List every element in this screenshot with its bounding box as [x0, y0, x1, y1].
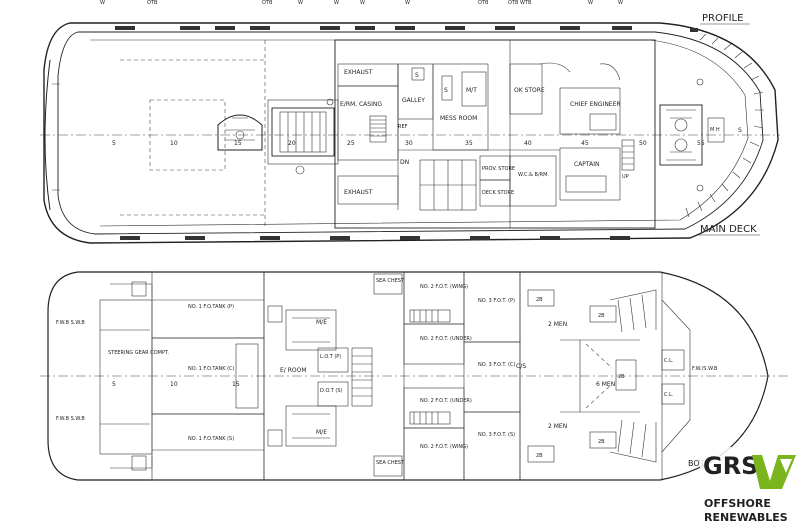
me-top-label: M/E	[316, 319, 327, 326]
me-bottom-label: M/E	[316, 429, 327, 436]
fot1-c-label: NO. 1 F.O.TANK (C)	[188, 366, 235, 372]
top-marker-10: WTB	[520, 0, 532, 6]
dot-label: D.O.T (S)	[320, 388, 343, 394]
frame-55: 55	[697, 140, 705, 147]
bunk-5: 2B	[618, 374, 625, 380]
exhaust-bottom-label: EXHAUST	[344, 189, 373, 196]
galley-label: GALLEY	[402, 97, 425, 104]
windlass-icon: M H S	[659, 78, 742, 192]
frame-10: 10	[170, 140, 178, 147]
top-marker-6: W	[360, 0, 365, 6]
lower-frame-10: 10	[170, 381, 178, 388]
top-marker-1: W	[100, 0, 105, 6]
fenders-top	[115, 26, 698, 32]
top-marker-row: W OTB OTB W W W W OTB OTB WTB W W	[100, 0, 623, 6]
frame-40: 40	[524, 140, 532, 147]
tow-hook-icon	[217, 114, 263, 151]
er-room-label: E/ ROOM	[280, 367, 307, 374]
ok-store-label: OK STORE	[514, 87, 545, 94]
men6-label: 6 MEN	[596, 381, 615, 388]
frame-5: 5	[112, 140, 116, 147]
sea-chest-bottom-label: SEA CHEST	[376, 460, 405, 466]
fot3-s-label: NO. 3 F.O.T. (S)	[478, 432, 515, 438]
bow-s-label: S	[738, 127, 742, 134]
deckhouse: EXHAUST E/RM. CASING EXHAUST GALLEY S RE…	[334, 39, 656, 229]
ref-label: REF	[398, 124, 408, 130]
fot3-p-label: NO. 3 F.O.T. (P)	[478, 298, 515, 304]
frame-50: 50	[639, 140, 647, 147]
fot2-under-p-label: NO. 2 F.O.T. (UNDER)	[420, 336, 472, 342]
prov-store-label: PROV. STORE	[482, 166, 515, 172]
fwb-swb-top-label: F.W.B S.W.B	[56, 320, 85, 326]
frame-35: 35	[465, 140, 473, 147]
frame-30: 30	[405, 140, 413, 147]
logo-line1: OFFSHORE	[704, 497, 771, 510]
fot3-c-label: NO. 3 F.O.T. (C)	[478, 362, 515, 368]
wc-label: W.C.& B/RM.	[518, 172, 549, 178]
bunk-2: 2B	[536, 453, 543, 459]
mess-s-label: S	[444, 87, 448, 94]
chief-engineer-label: CHIEF ENGINEER	[570, 101, 621, 108]
bow-fender-hatch	[685, 33, 764, 218]
fot2-wing-s-label: NO. 2 F.O.T. (WING)	[420, 444, 468, 450]
frame-45: 45	[581, 140, 589, 147]
dn-label: DN	[400, 159, 409, 166]
top-marker-11: W	[588, 0, 593, 6]
fot1-p-label: NO. 1 F.O.TANK (P)	[188, 304, 234, 310]
cs-label: C/S	[516, 363, 526, 370]
grs-logo: GRS OFFSHORE RENEWABLES	[700, 447, 800, 527]
fot1-s-label: NO. 1 F.O.TANK (S)	[188, 436, 234, 442]
top-marker-12: W	[618, 0, 623, 6]
towing-winch-icon	[267, 98, 339, 175]
top-marker-4: W	[298, 0, 303, 6]
steering-label: STEERING GEAR COMPT.	[108, 350, 169, 356]
captain-label: CAPTAIN	[574, 161, 599, 168]
top-marker-7: W	[405, 0, 410, 6]
cl-bottom-label: C.L.	[664, 392, 674, 398]
main-deck-plan: 5 10 15 20 25 30 35 40 45 50 55	[40, 22, 780, 244]
logo-line2: RENEWABLES	[704, 511, 788, 524]
grs-logo-mark-icon: GRS OFFSHORE RENEWABLES	[700, 447, 800, 527]
bunk-3: 2B	[598, 313, 605, 319]
bow-mh-label: M H	[710, 127, 720, 133]
galley-s-label: S	[415, 72, 419, 79]
exhaust-top-label: EXHAUST	[344, 69, 373, 76]
top-marker-8: OTB	[478, 0, 489, 6]
fot2-wing-p-label: NO. 2 F.O.T. (WING)	[420, 284, 468, 290]
fenders-bottom	[120, 236, 630, 240]
frame-25: 25	[347, 140, 355, 147]
top-marker-5: W	[334, 0, 339, 6]
lot-label: L.O.T (P)	[320, 354, 341, 360]
profile-label: PROFILE	[702, 13, 743, 24]
main-deck-label: MAIN DECK	[700, 224, 757, 235]
bunk-1: 2B	[536, 297, 543, 303]
lower-frame-5: 5	[112, 381, 116, 388]
fot2-under-s-label: NO. 2 F.O.T. (UNDER)	[420, 398, 472, 404]
mt-label: M/T	[466, 87, 477, 94]
frame-20: 20	[288, 140, 296, 147]
mess-room-label: MESS ROOM	[440, 115, 477, 122]
top-marker-2: OTB	[147, 0, 158, 6]
cl-top-label: C.L.	[664, 358, 674, 364]
lower-deck-plan: 5 10 15 F.W.B S.W.B F.W.B S.W.B STEERING…	[40, 271, 790, 481]
top-marker-9: OTB	[508, 0, 519, 6]
fw-swb-label: F.W./S.W.B	[692, 366, 718, 372]
men2-bottom-label: 2 MEN	[548, 423, 567, 430]
frame-15: 15	[234, 140, 242, 147]
top-marker-3: OTB	[262, 0, 273, 6]
lower-label: BOT	[688, 459, 705, 468]
men2-top-label: 2 MEN	[548, 321, 567, 328]
fwb-swb-bottom-label: F.W.B S.W.B	[56, 416, 85, 422]
sea-chest-top-label: SEA CHEST	[376, 278, 405, 284]
up-label: UP	[622, 174, 629, 180]
er-casing-label: E/RM. CASING	[340, 101, 382, 108]
bunk-4: 2B	[598, 439, 605, 445]
deck-store-label: DECK STORE	[482, 190, 514, 196]
logo-mark-text: GRS	[703, 452, 758, 480]
